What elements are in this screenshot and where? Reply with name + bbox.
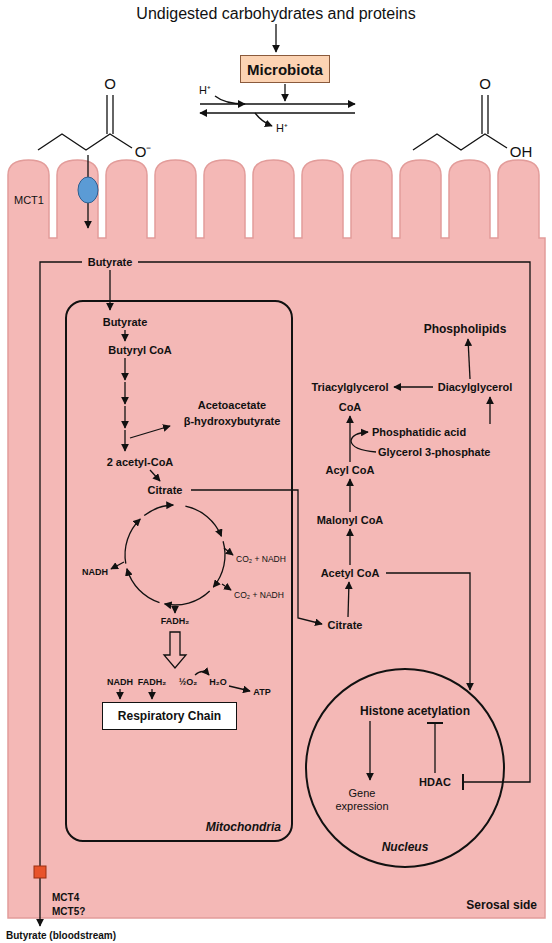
metabolite-label: Butyrate — [103, 316, 148, 329]
metabolite-label: MCT1 — [14, 194, 44, 207]
metabolite-label: Citrate — [328, 619, 363, 632]
tca-cycle — [125, 505, 225, 605]
node-label: Respiratory Chain — [118, 709, 221, 723]
metabolite-label: 2 acetyl-CoA — [107, 456, 174, 469]
cell-region: Serosal side Mitochondria Respiratory Chai… — [8, 238, 545, 918]
metabolite-label: Triacylglycerol — [311, 381, 388, 394]
metabolite-label: OH — [510, 143, 533, 160]
arrows — [38, 24, 530, 926]
mct4-transporter — [34, 866, 46, 878]
metabolite-label: Acetoacetate — [198, 399, 266, 412]
metabolite-label: CO₂ + NADH — [236, 555, 286, 565]
metabolite-label: NADH — [107, 677, 133, 687]
cell-outline — [8, 160, 545, 918]
metabolite-label: Butyrate — [88, 256, 133, 269]
metabolite-label: ½O₂ — [179, 677, 198, 687]
cycle-arrow — [213, 541, 225, 587]
metabolite-label: HDAC — [419, 776, 451, 789]
metabolite-label: Phosphatidic acid — [372, 426, 466, 439]
metabolite-label: Phospholipids — [424, 323, 507, 337]
nucleus-circle: Nucleus — [305, 668, 505, 868]
metabolite-label: FADH₂ — [138, 677, 167, 687]
metabolite-label: CO₂ + NADH — [234, 591, 284, 601]
metabolite-label: Glycerol 3-phosphate — [378, 446, 490, 459]
metabolite-label: β-hydroxybutyrate — [184, 415, 281, 428]
input-label: Undigested carbohydrates and proteins — [136, 5, 415, 23]
metabolite-label: ATP — [253, 687, 270, 697]
metabolite-label: MCT4 — [52, 892, 79, 904]
cycle-arrow — [127, 569, 160, 603]
metabolite-label: O — [479, 75, 491, 92]
metabolite-label: Butyrate (bloodstream) — [6, 930, 116, 942]
metabolite-label: H₂O — [209, 677, 227, 687]
metabolite-label: Acyl CoA — [326, 464, 375, 477]
metabolite-label: O⁻ — [135, 143, 152, 160]
metabolite-label: H⁺ — [276, 122, 288, 135]
metabolite-label: Acetyl CoA — [321, 567, 380, 580]
metabolite-label: Malonyl CoA — [317, 514, 384, 527]
metabolite-label: Diacylglycerol — [438, 381, 513, 394]
metabolite-label: H⁺ — [199, 84, 211, 97]
node-label: Mitochondria — [206, 820, 281, 834]
metabolite-label: Butyryl CoA — [108, 344, 172, 357]
metabolite-label: Citrate — [148, 484, 183, 497]
metabolite-label: Histone acetylation — [360, 705, 470, 719]
metabolite-label: FADH₂ — [161, 616, 190, 626]
cycle-arrow — [185, 506, 221, 536]
cycle-arrow — [144, 505, 173, 516]
metabolite-label: NADH — [82, 567, 108, 577]
metabolite-label: Gene expression — [326, 787, 398, 812]
metabolite-label: O — [104, 75, 116, 92]
organism-box: Microbiota — [240, 55, 330, 83]
cycle-arrow — [165, 591, 210, 605]
metabolite-label: MCT5? — [52, 906, 85, 918]
node-label: Microbiota — [247, 61, 323, 78]
node-label: Serosal side — [466, 898, 537, 912]
mct1-transporter — [78, 177, 98, 203]
process-box: Respiratory Chain — [102, 702, 237, 730]
node-label: Nucleus — [307, 840, 503, 854]
metabolite-label: CoA — [339, 401, 362, 414]
cycle-arrow — [125, 519, 140, 564]
